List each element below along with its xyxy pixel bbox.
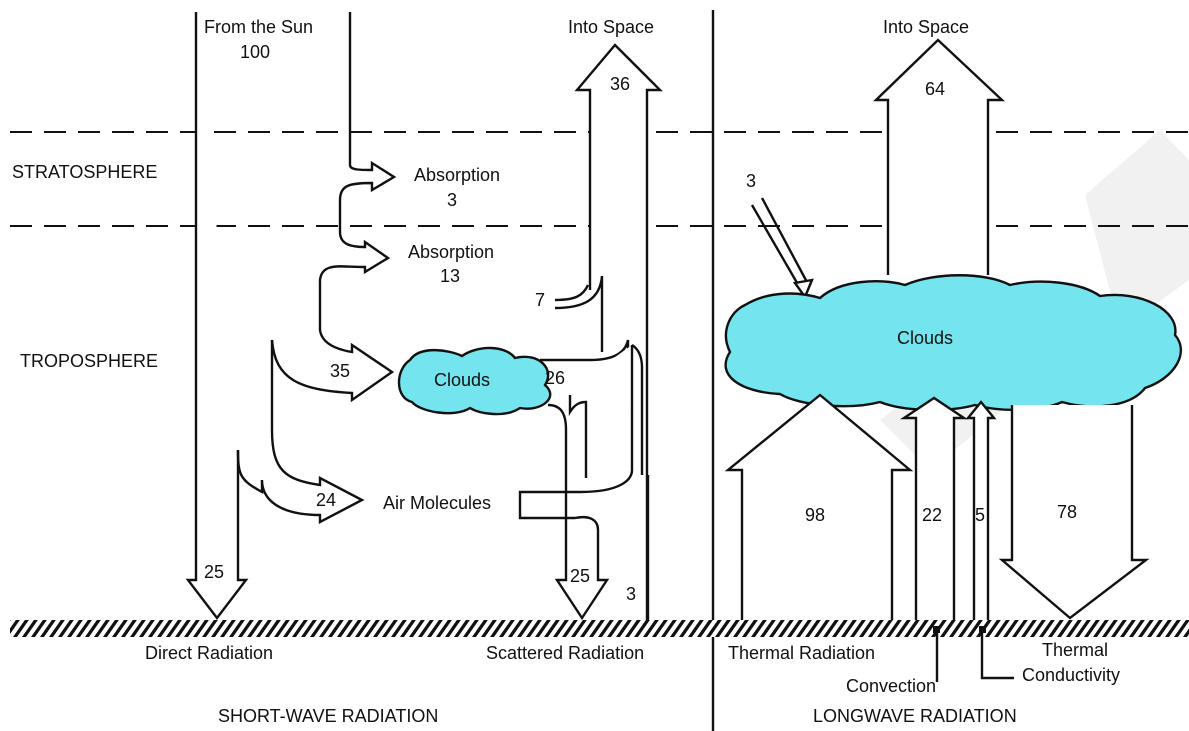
direct-value: 25 bbox=[204, 562, 224, 582]
thermal-radiation-arrow bbox=[724, 393, 914, 620]
longwave-cloud bbox=[724, 274, 1183, 412]
to-clouds-value: 35 bbox=[330, 361, 350, 381]
thermal-radiation-label: Thermal Radiation bbox=[728, 643, 875, 663]
troposphere-label: TROPOSPHERE bbox=[20, 351, 158, 371]
back-value: 78 bbox=[1057, 502, 1077, 522]
longwave-title: LONGWAVE RADIATION bbox=[813, 706, 1017, 726]
conductivity-arrow bbox=[965, 400, 997, 620]
absorption-tropo-label: Absorption bbox=[408, 242, 494, 262]
ground-hatch bbox=[10, 620, 1189, 637]
scattered-radiation-label: Scattered Radiation bbox=[486, 643, 644, 663]
air-molecules-label: Air Molecules bbox=[383, 493, 491, 513]
direct-radiation-arrow bbox=[185, 12, 249, 620]
conductivity-label-2: Conductivity bbox=[1022, 665, 1120, 685]
shortwave-clouds-label: Clouds bbox=[434, 370, 490, 390]
cloud-reflect-7-value: 7 bbox=[535, 290, 545, 310]
ground-reflect-value: 3 bbox=[626, 584, 636, 604]
shortwave-space-label: Into Space bbox=[568, 17, 654, 37]
air-molecules-arrow bbox=[260, 340, 365, 524]
convection-value: 22 bbox=[922, 505, 942, 525]
back-radiation-arrow bbox=[998, 405, 1150, 620]
shortwave-space-value: 36 bbox=[610, 74, 630, 94]
thermal-value: 98 bbox=[805, 505, 825, 525]
scattered-radiation-arrow bbox=[518, 345, 634, 621]
shortwave-cloud bbox=[397, 346, 552, 416]
longwave-space-value: 64 bbox=[925, 79, 945, 99]
convection-label: Convection bbox=[846, 676, 936, 696]
air-value: 24 bbox=[316, 490, 336, 510]
sun-value: 100 bbox=[240, 42, 270, 62]
cloud-reflect-value: 26 bbox=[545, 368, 565, 388]
conductivity-label-1: Thermal bbox=[1042, 640, 1108, 660]
convection-arrow bbox=[900, 396, 968, 620]
absorption-strato-label: Absorption bbox=[414, 165, 500, 185]
from-sun-label: From the Sun bbox=[204, 17, 313, 37]
absorption-strato-value: 3 bbox=[447, 190, 457, 210]
conduct-value: 5 bbox=[975, 505, 985, 525]
longwave-space-arrow bbox=[873, 38, 1006, 275]
sun-branch-line bbox=[270, 12, 397, 403]
stratosphere-label: STRATOSPHERE bbox=[12, 162, 157, 182]
direct-radiation-label: Direct Radiation bbox=[145, 643, 273, 663]
scattered-value: 25 bbox=[570, 566, 590, 586]
reflected-to-space-arrow bbox=[574, 43, 663, 620]
absorbed-value: 3 bbox=[746, 171, 756, 191]
shortwave-title: SHORT-WAVE RADIATION bbox=[218, 706, 438, 726]
longwave-clouds-label: Clouds bbox=[897, 328, 953, 348]
longwave-space-label: Into Space bbox=[883, 17, 969, 37]
absorption-tropo-value: 13 bbox=[440, 266, 460, 286]
absorbed-3-arrow bbox=[750, 197, 810, 289]
